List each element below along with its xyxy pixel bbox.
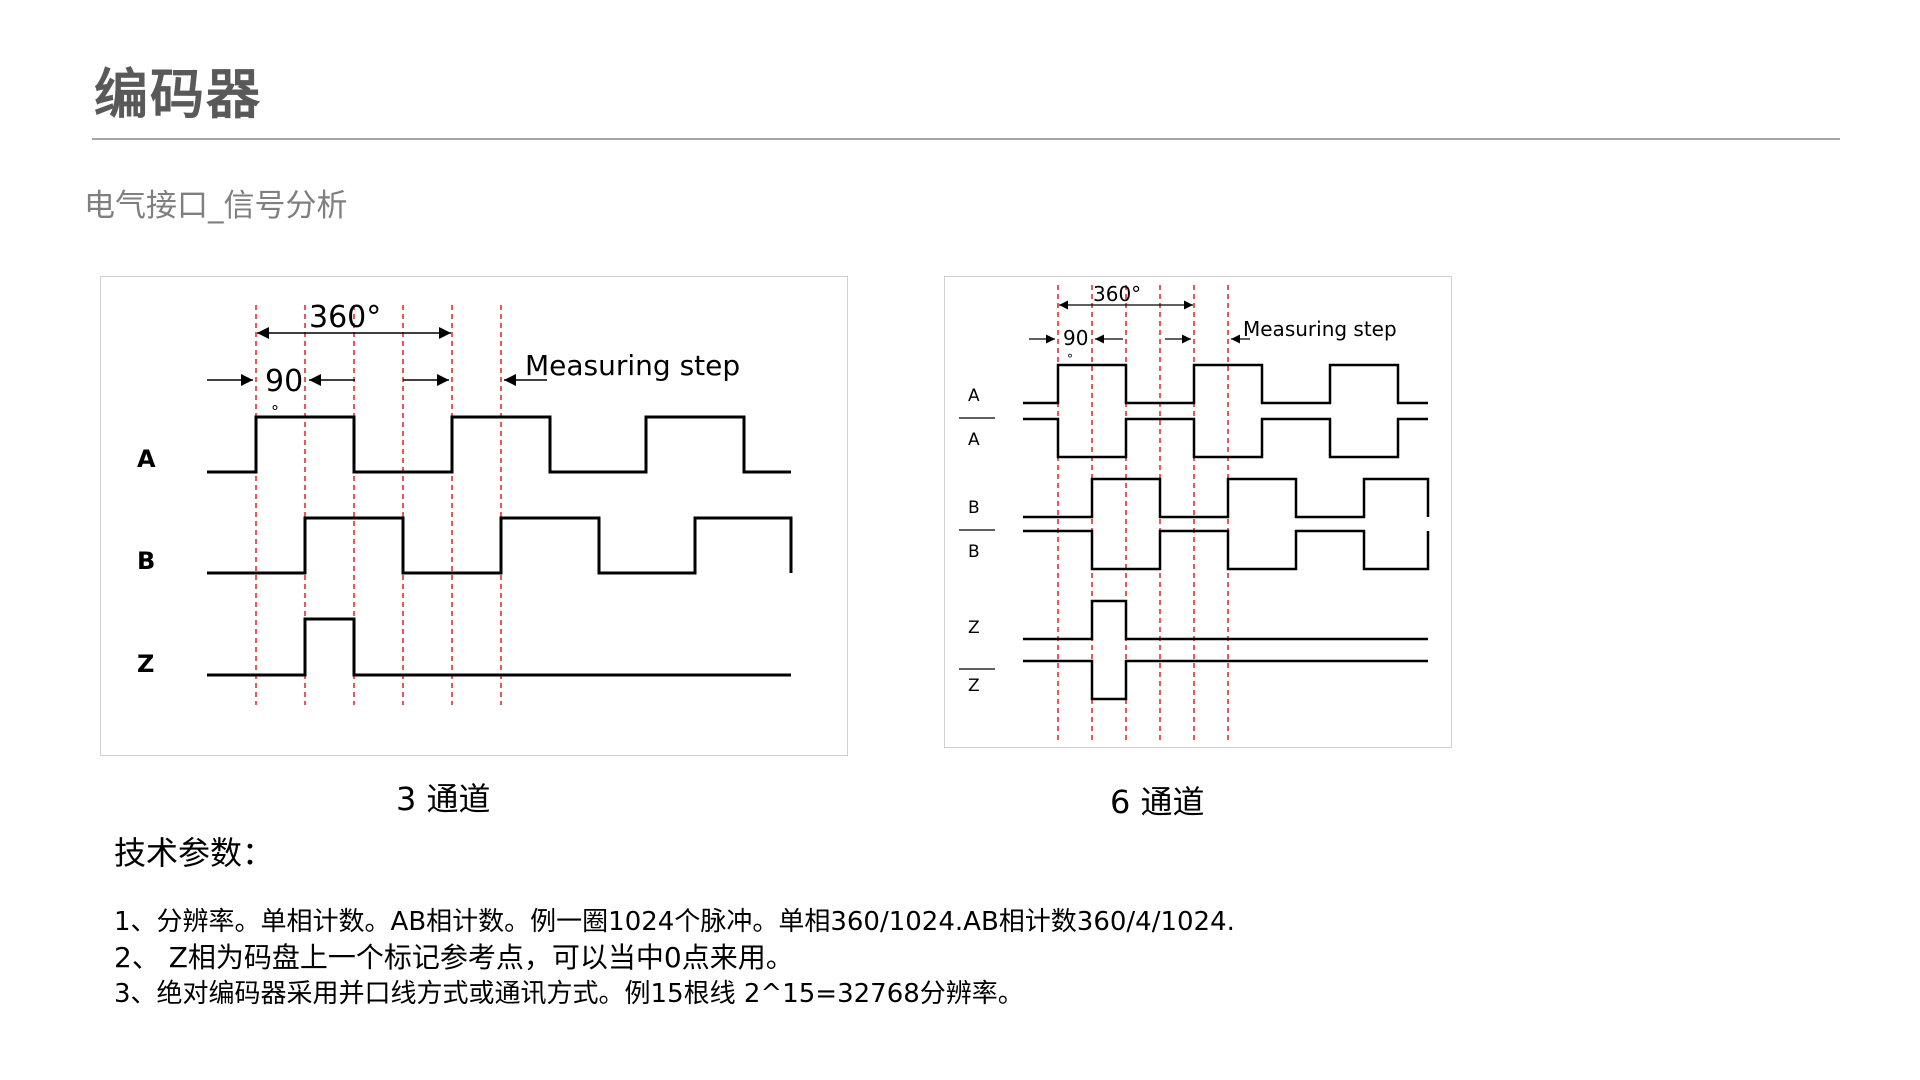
channel-label-b: B — [968, 498, 980, 518]
channel-label-z: Z — [137, 650, 154, 678]
page-subtitle: 电气接口_信号分析 — [84, 188, 348, 224]
label-360-6: 360° — [1093, 282, 1141, 306]
params-item-3: 3、绝对编码器采用并口线方式或通讯方式。例15根线 2^15=32768分辨率。 — [114, 979, 1024, 1009]
waveform-z — [1023, 599, 1428, 641]
channel-label-b-not: B — [968, 542, 980, 562]
diagram-6-channel-svg: 360° 90 ° Measuring step A A B B Z Z — [959, 282, 1430, 743]
waveform-z-not — [1023, 659, 1428, 701]
channel-label-a-not: A — [968, 430, 980, 450]
channel-label-z: Z — [968, 618, 980, 638]
title-divider — [92, 138, 1840, 140]
caption-6-channel: 6 通道 — [1110, 783, 1205, 821]
phase-guide-lines — [255, 305, 502, 705]
page-title: 编码器 — [94, 63, 262, 126]
label-360: 360° — [309, 300, 381, 335]
phase-guide-lines-6 — [1057, 285, 1229, 743]
label-degree-mark: ° — [271, 402, 279, 421]
waveform-b — [207, 516, 793, 575]
waveform-b — [1023, 477, 1430, 519]
channel-label-a: A — [137, 445, 156, 473]
params-heading: 技术参数： — [114, 834, 275, 872]
label-degree-mark-6: ° — [1067, 352, 1073, 366]
channel-label-a: A — [968, 386, 980, 406]
diagram-3-channel: 360° 90 ° Measuring step A B Z — [100, 276, 848, 756]
params-item-2: 2、 Z相为码盘上一个标记参考点，可以当中0点来用。 — [114, 941, 794, 974]
waveform-z — [207, 617, 791, 677]
params-list: 1、分辨率。单相计数。AB相计数。例一圈1024个脉冲。单相360/1024.A… — [114, 904, 1235, 1012]
channel-label-b: B — [137, 547, 155, 575]
waveform-b-not — [1023, 529, 1430, 571]
label-90-6: 90 — [1063, 326, 1088, 350]
waveform-a — [1023, 363, 1428, 405]
channel-label-z-not: Z — [968, 676, 980, 696]
diagram-3-channel-svg: 360° 90 ° Measuring step A B Z — [137, 300, 793, 705]
waveform-a-not — [1023, 417, 1428, 459]
waveform-a — [207, 415, 791, 474]
params-item-1: 1、分辨率。单相计数。AB相计数。例一圈1024个脉冲。单相360/1024.A… — [114, 907, 1235, 937]
label-90: 90 — [265, 364, 303, 399]
label-measuring-step-6: Measuring step — [1243, 317, 1397, 341]
caption-3-channel: 3 通道 — [396, 780, 491, 818]
label-measuring-step: Measuring step — [525, 349, 740, 382]
diagram-6-channel: 360° 90 ° Measuring step A A B B Z Z — [944, 276, 1452, 748]
